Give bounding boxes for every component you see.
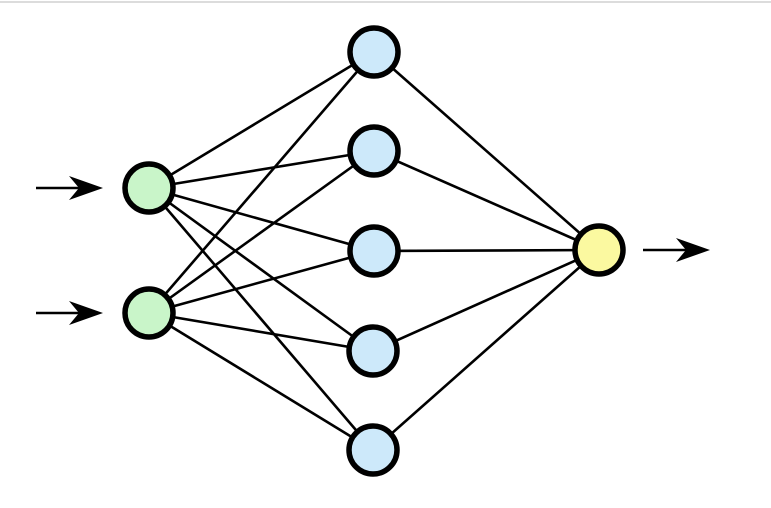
top-border-line xyxy=(0,1,771,3)
edge-hidden5-output1 xyxy=(372,249,600,451)
edge-input2-hidden4 xyxy=(148,311,374,353)
edge-hidden1-output1 xyxy=(373,51,600,251)
edge-hidden3-output1 xyxy=(373,248,600,253)
output-arrow-head-icon xyxy=(676,238,710,262)
output-node-1 xyxy=(572,223,626,277)
edge-hidden2-output1 xyxy=(373,149,600,252)
edge-input2-hidden5 xyxy=(148,311,374,452)
edge-input2-hidden2 xyxy=(148,149,375,315)
input-arrow-1-head-icon xyxy=(69,176,103,200)
hidden-node-4 xyxy=(346,324,400,378)
hidden-node-2 xyxy=(347,124,401,178)
input-arrow-2-head-icon xyxy=(69,301,103,325)
edge-input1-hidden3 xyxy=(148,186,375,253)
edge-input2-hidden3 xyxy=(148,249,375,315)
edge-input2-hidden1 xyxy=(148,51,375,314)
input-node-2 xyxy=(122,286,176,340)
edge-hidden4-output1 xyxy=(372,248,600,353)
edge-input1-hidden4 xyxy=(148,186,374,353)
edge-input1-hidden1 xyxy=(148,50,375,190)
edge-input1-hidden5 xyxy=(148,187,374,451)
hidden-node-3 xyxy=(347,224,401,278)
hidden-node-5 xyxy=(346,423,400,477)
input-node-1 xyxy=(122,161,176,215)
edge-input1-hidden2 xyxy=(148,149,375,190)
hidden-node-1 xyxy=(347,25,401,79)
